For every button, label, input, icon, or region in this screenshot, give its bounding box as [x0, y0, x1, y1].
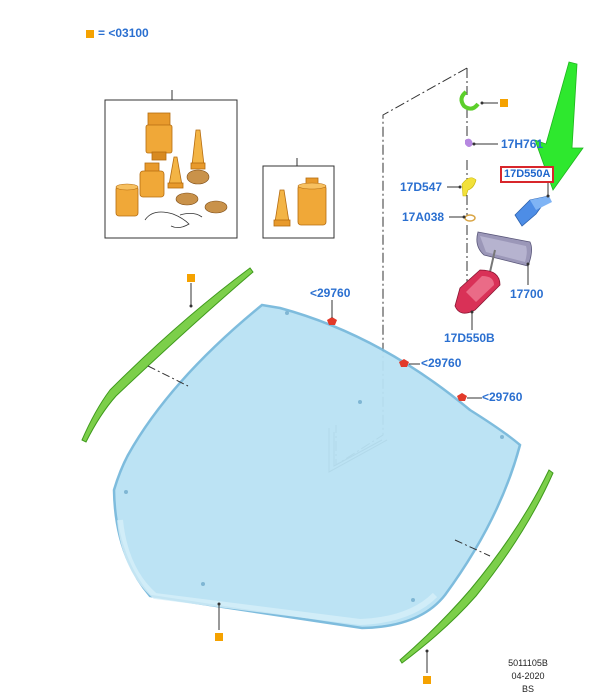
label-29760-top: <29760 — [310, 286, 351, 300]
kit-box-b — [262, 165, 335, 239]
label-17700: 17700 — [510, 287, 544, 301]
kit-b-contents — [273, 177, 327, 227]
pin-marker — [215, 633, 223, 641]
mirror-bracket-icon — [514, 195, 552, 227]
pin-marker — [423, 676, 431, 684]
clip-green-icon — [459, 90, 480, 111]
label-17d550b: 17D550B — [444, 331, 495, 345]
kit-a-contents — [115, 112, 228, 228]
rear-view-mirror-icon — [476, 231, 532, 273]
clip-icon — [327, 317, 467, 401]
pin-marker — [187, 274, 195, 282]
kit-box-a — [104, 99, 238, 239]
windscreen-glass — [112, 303, 522, 630]
label-17d547: 17D547 — [400, 180, 443, 194]
diagram-code: 5011105B — [508, 658, 548, 668]
diagram-region: BS — [521, 684, 534, 694]
label-29760-low: <29760 — [482, 390, 523, 404]
label-29760-mid: <29760 — [421, 356, 462, 370]
legend-text: = <03100 — [98, 26, 149, 40]
mirror-cover-icon — [454, 269, 501, 314]
pin-marker — [500, 99, 508, 107]
label-17a038: 17A038 — [402, 210, 445, 224]
right-moulding — [399, 469, 554, 664]
left-moulding — [81, 267, 254, 443]
down-left-arrow-icon — [534, 61, 584, 191]
legend-marker — [86, 30, 94, 38]
label-17d550a: 17D550A — [500, 166, 555, 183]
label-17h761: 17H761 — [501, 137, 544, 151]
diagram-date: 04-2020 — [511, 671, 545, 681]
